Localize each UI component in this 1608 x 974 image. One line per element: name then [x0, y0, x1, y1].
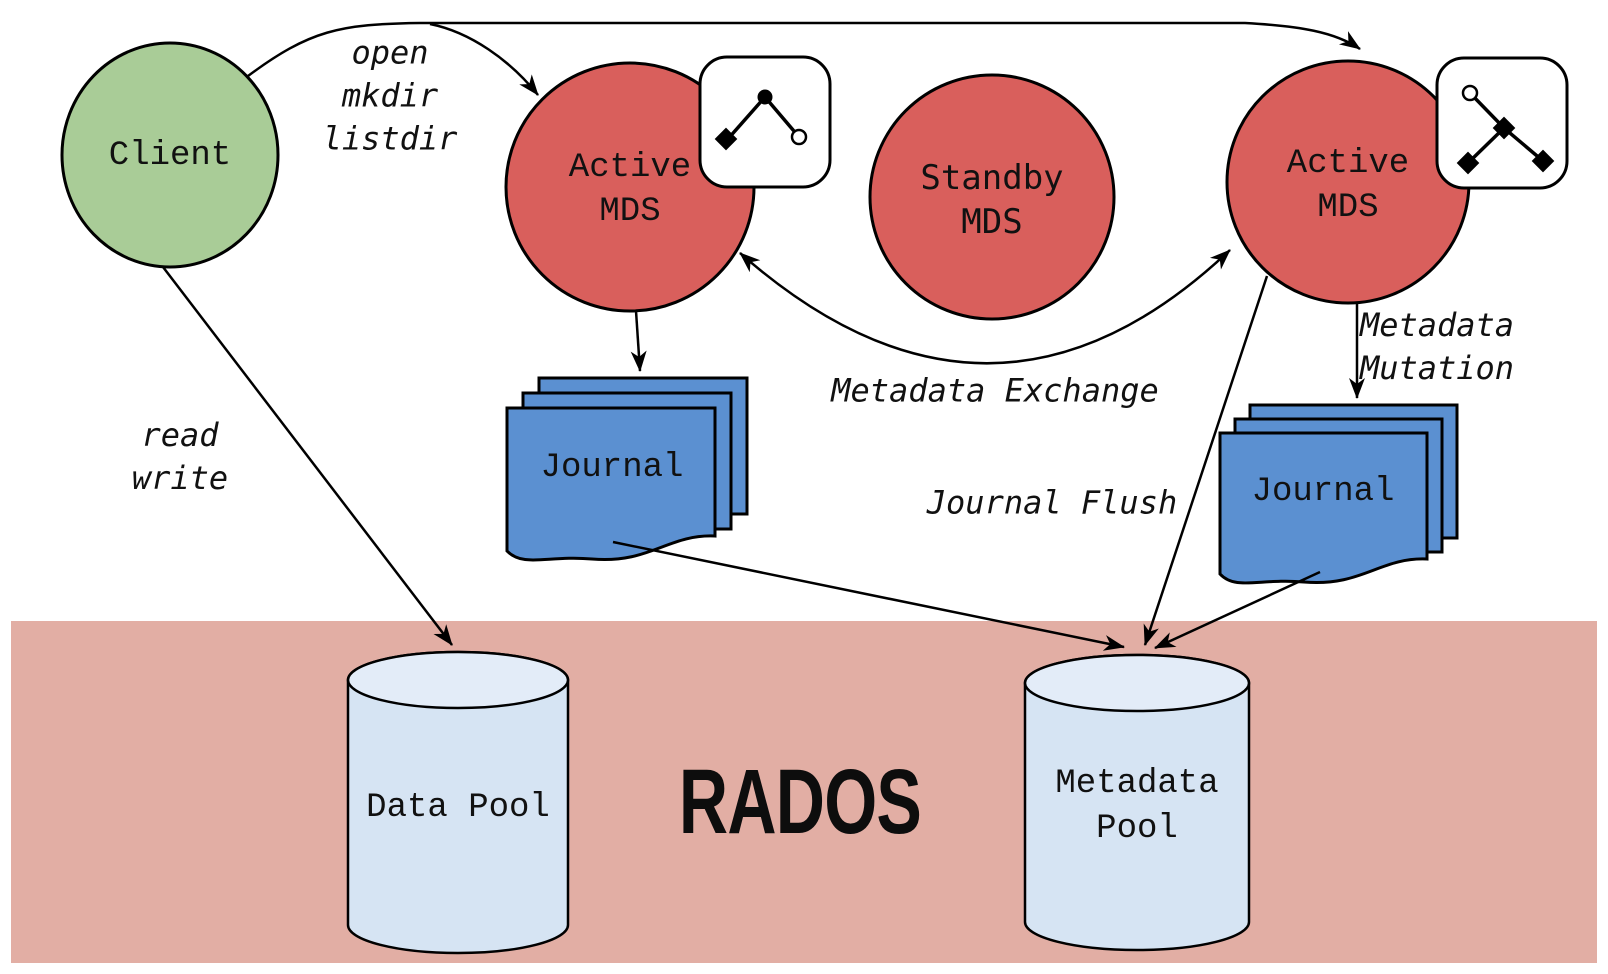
edge-label-journal-flush: Journal Flush [926, 483, 1178, 522]
arrow-client-to-right-mds [247, 21, 1361, 78]
journal-left-label: Journal [540, 449, 684, 487]
rados-band-label: RADOS [678, 751, 922, 853]
subtree-icon-left-root-node [757, 89, 773, 105]
edge-label-listdir: listdir [322, 119, 458, 158]
subtree-icon-left-box [698, 55, 832, 189]
edge-label-mkdir: mkdir [341, 76, 439, 115]
journal-right-page-front [1218, 431, 1429, 585]
subtree-icon-left-edges [725, 95, 801, 142]
arrow-left-journal-to-metadata-pool [612, 540, 1125, 651]
edge-label-metadata-mutation-line1: Metadata [1359, 306, 1515, 344]
edge-label-open: open [351, 33, 429, 72]
edge-label-client-mds: open mkdir listdir [323, 32, 458, 161]
standby-mds-label-line2: MDS [961, 202, 1023, 242]
edge-label-read: read [141, 416, 219, 454]
arrow-right-mds-to-metadata-pool [1143, 275, 1269, 646]
active-mds-left-label: Active MDS [569, 146, 691, 234]
metadata-pool-cylinder [1023, 653, 1251, 952]
standby-mds-label-line1: Standby [920, 158, 1064, 198]
standby-mds-label: Standby MDS [920, 156, 1063, 244]
edge-label-metadata-mutation-line2: Mutation [1359, 349, 1515, 387]
rados-band [11, 621, 1597, 963]
metadata-pool-label: Metadata Pool [1055, 762, 1218, 852]
active-mds-left-label-line1: Active [568, 149, 692, 187]
data-pool-top [346, 650, 570, 710]
arrow-client-to-left-mds [429, 22, 539, 96]
edge-label-read-write: read write [132, 414, 228, 500]
journal-right-stack [1218, 403, 1459, 585]
journal-right-label: Journal [1251, 473, 1395, 511]
subtree-icon-right-open-node [1461, 84, 1479, 102]
arrow-right-journal-to-metadata-pool [1154, 570, 1321, 650]
active-mds-right-label-line1: Active [1286, 145, 1410, 183]
edge-label-metadata-mutation: Metadata Mutation [1360, 304, 1514, 390]
subtree-icon-left-open-node [790, 128, 808, 146]
client-node [60, 41, 280, 269]
client-label: Client [108, 137, 232, 175]
subtree-tree-icon-right [1435, 56, 1569, 190]
arrow-left-mds-to-journal [630, 310, 647, 372]
arrow-client-to-data-pool [162, 266, 453, 646]
data-pool-cylinder [346, 650, 570, 955]
data-pool-label: Data Pool [366, 789, 550, 827]
journal-left-page-front [505, 406, 717, 562]
standby-mds-node [868, 73, 1116, 321]
metadata-pool-label-line1: Metadata [1055, 765, 1219, 803]
active-mds-right-label-line2: MDS [1317, 189, 1379, 227]
diagram-arrows [162, 21, 1365, 651]
edge-label-metadata-exchange: Metadata Exchange [831, 371, 1159, 410]
active-mds-left-label-line2: MDS [599, 193, 661, 231]
subtree-tree-icon-left [698, 55, 832, 189]
metadata-pool-top [1023, 653, 1251, 713]
journal-left-stack [505, 376, 749, 562]
active-mds-right-label: Active MDS [1287, 142, 1409, 230]
metadata-pool-label-line2: Pool [1096, 810, 1178, 848]
arrow-metadata-exchange [739, 249, 1231, 365]
edge-label-write: write [131, 459, 229, 497]
